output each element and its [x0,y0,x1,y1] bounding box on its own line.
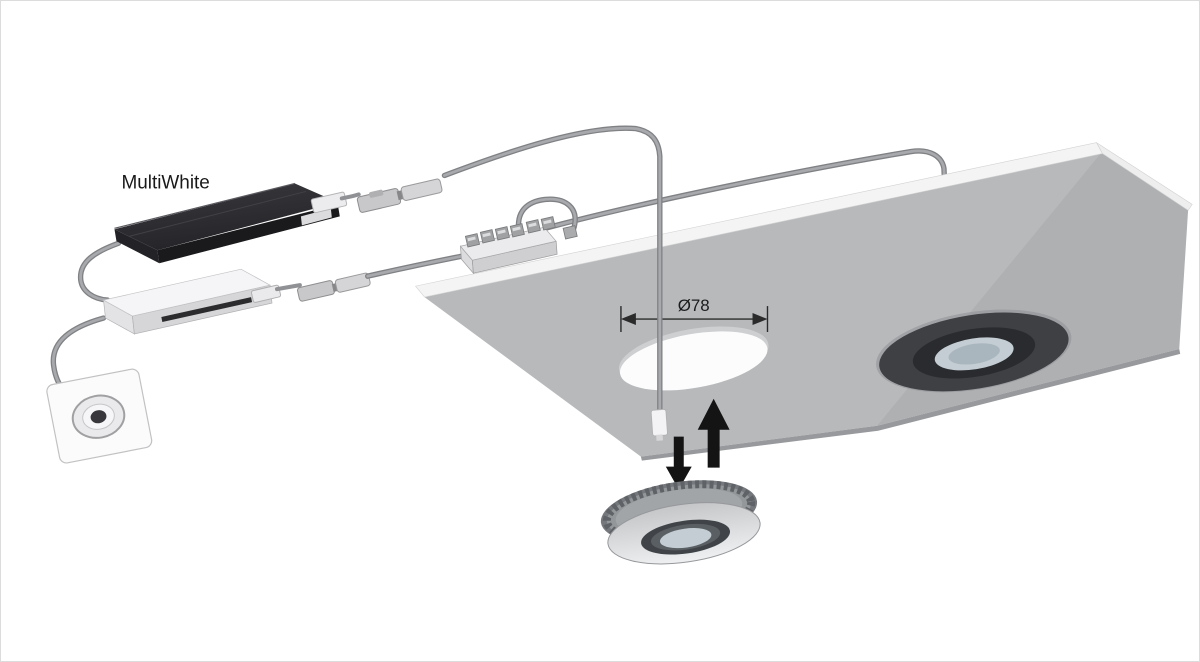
driver-left-face [114,229,160,264]
controller-top-face [102,268,271,317]
plug-crimp [467,236,476,242]
inline-connector-pair-2 [297,272,371,302]
cable [543,149,947,230]
switch-knob-center [90,410,107,424]
arrow-down-icon [665,436,692,490]
distributor-plug [509,223,525,238]
cable [79,241,120,302]
jumper-loop-cable [517,197,577,237]
cable-to-installed-light [542,148,948,232]
multiwhite-driver [114,182,348,264]
distributor-plug [540,216,556,231]
cable [366,254,463,278]
controller-output-stub [274,283,302,292]
distributor-plug [562,225,578,240]
driver-top-highlight [114,182,296,229]
distributor-block [459,196,578,275]
distributor-plug [464,233,481,248]
driver-top-face [114,183,338,251]
cutout-hole [618,326,769,391]
cable-driver-to-controller [77,240,122,303]
distributor-plug [479,229,495,244]
connector-nub [656,434,664,441]
plug-crimp [497,229,506,235]
downlight-lens [659,528,712,549]
connector-housing [334,272,371,293]
cutout-dimension-label: Ø78 [678,296,710,315]
cable-controller-to-distributor [365,253,465,279]
connector-latch [369,189,384,198]
panel-right-edge [1096,142,1193,211]
driver-seam [129,190,307,237]
plug-crimp [482,232,491,238]
hole [619,331,768,391]
distributor-plug [494,226,510,241]
driver-label-sticker [300,208,332,226]
driver-label: MultiWhite [121,172,209,193]
installed-spotlight [876,309,1072,393]
distributor-plug [525,219,541,234]
controller-slot [161,297,253,323]
inline-connector-pair-1 [356,178,443,213]
plug-crimp [528,222,537,228]
plug-crimp [512,226,521,232]
driver-front-face [157,204,340,264]
arrowhead-left-icon [620,313,636,326]
arrow-up-icon [697,398,730,468]
spotlight-lens-center [948,343,1000,365]
driver-output-stub [339,192,361,201]
connector-housing [400,178,443,201]
wall-switch [46,368,153,464]
arrowhead-right-icon [752,313,768,326]
cable [443,126,662,412]
downlight-plug-connector [650,408,669,437]
plug-crimp [543,219,552,225]
controller-box [102,268,282,335]
dimension: Ø78 [620,296,769,332]
led-downlight [600,480,761,565]
cable-to-downlight [441,125,669,441]
insertion-arrows [665,398,730,490]
